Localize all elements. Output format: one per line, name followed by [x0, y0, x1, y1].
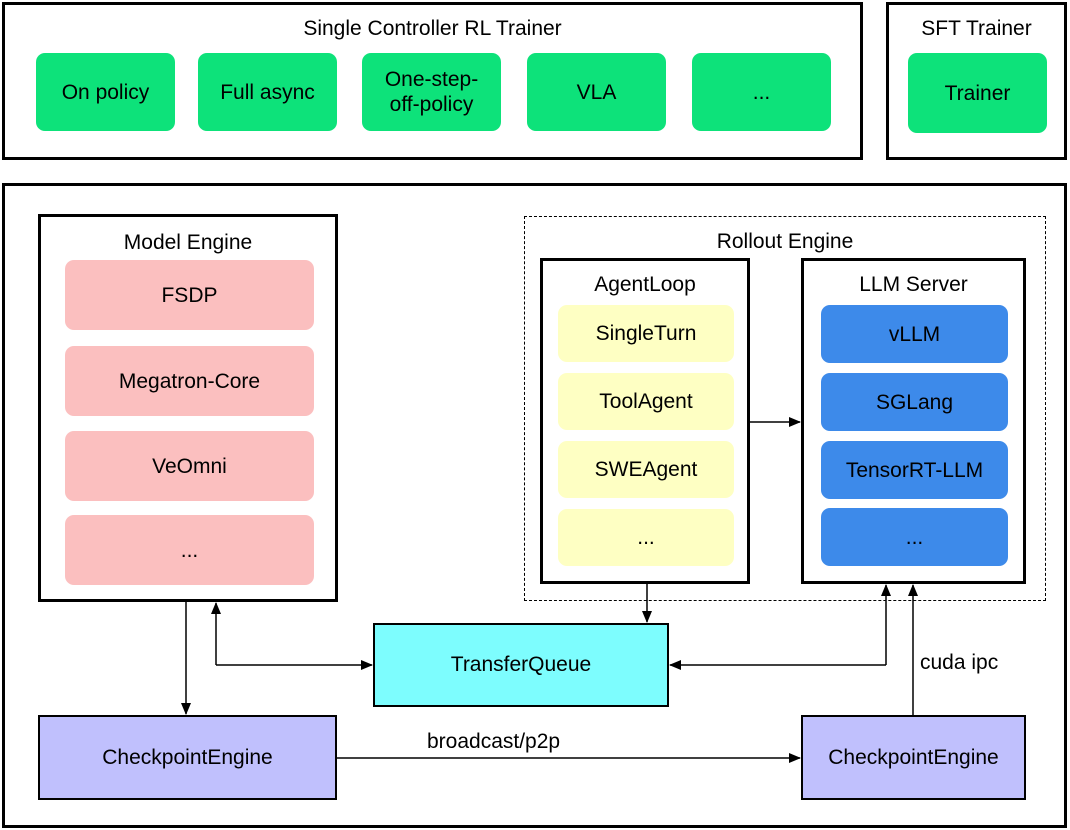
transfer-queue-node: TransferQueue [373, 623, 669, 707]
model-engine-panel: Model Engine FSDP Megatron-Core VeOmni .… [38, 214, 338, 602]
sft-item-label: Trainer [944, 81, 1011, 105]
model-item-label: FSDP [161, 283, 218, 307]
sft-trainer-panel: SFT Trainer Trainer [886, 2, 1067, 160]
server-item-tensorrt-llm: TensorRT-LLM [821, 441, 1008, 499]
broadcast-p2p-label: broadcast/p2p [427, 730, 561, 753]
server-item-label: ... [905, 525, 924, 549]
rl-item-label: VLA [576, 80, 617, 104]
agent-item-label: ToolAgent [599, 390, 693, 413]
checkpoint-right-label: CheckpointEngine [828, 745, 999, 769]
agent-item-label: SingleTurn [595, 322, 697, 345]
rl-item-on-policy: On policy [36, 53, 175, 131]
llm-server-panel: LLM Server vLLM SGLang TensorRT-LLM ... [801, 258, 1026, 584]
rl-item-label: Full async [220, 80, 315, 104]
llm-server-title: LLM Server [859, 273, 968, 296]
transfer-queue-label: TransferQueue [450, 653, 592, 676]
rollout-engine-panel: Rollout Engine [524, 216, 1046, 601]
rl-item-label: On policy [61, 80, 150, 104]
cuda-ipc-label: cuda ipc [920, 651, 999, 674]
rl-item-vla: VLA [527, 53, 666, 131]
server-item-sglang: SGLang [821, 373, 1008, 431]
rl-trainer-title: Single Controller RL Trainer [303, 17, 562, 40]
rl-item-full-async: Full async [198, 53, 337, 131]
sft-trainer-title: SFT Trainer [921, 17, 1032, 40]
server-item-more: ... [821, 508, 1008, 566]
model-item-fsdp: FSDP [65, 260, 314, 330]
model-item-more: ... [65, 515, 314, 585]
server-item-label: SGLang [875, 390, 954, 414]
rl-item-label: One-step- off-policy [384, 68, 479, 116]
checkpoint-left-label: CheckpointEngine [102, 745, 273, 769]
model-item-label: ... [180, 538, 199, 562]
rl-item-label: ... [752, 80, 771, 104]
checkpoint-engine-right: CheckpointEngine [801, 715, 1026, 800]
agent-item-singleturn: SingleTurn [558, 305, 734, 362]
agent-item-toolagent: ToolAgent [558, 373, 734, 430]
agent-loop-panel: AgentLoop SingleTurn ToolAgent SWEAgent … [540, 258, 750, 584]
server-item-vllm: vLLM [821, 305, 1008, 363]
model-engine-title: Model Engine [123, 231, 253, 254]
model-item-megatron-core: Megatron-Core [65, 346, 314, 416]
checkpoint-engine-left: CheckpointEngine [38, 715, 337, 800]
server-item-label: TensorRT-LLM [845, 458, 984, 482]
rl-trainer-panel: Single Controller RL Trainer On policy F… [2, 2, 863, 160]
agent-item-label: SWEAgent [594, 458, 698, 481]
agent-item-sweagent: SWEAgent [558, 441, 734, 498]
sft-item-trainer: Trainer [908, 53, 1047, 133]
model-item-label: VeOmni [152, 454, 227, 478]
model-item-veomni: VeOmni [65, 431, 314, 501]
agent-item-label: ... [637, 526, 655, 549]
rollout-engine-title: Rollout Engine [716, 230, 854, 253]
model-item-label: Megatron-Core [118, 369, 261, 393]
agent-item-more: ... [558, 509, 734, 566]
server-item-label: vLLM [888, 322, 941, 346]
rl-item-one-step-off-policy: One-step- off-policy [362, 53, 501, 131]
rl-item-more: ... [692, 53, 831, 131]
agent-loop-title: AgentLoop [594, 273, 696, 296]
